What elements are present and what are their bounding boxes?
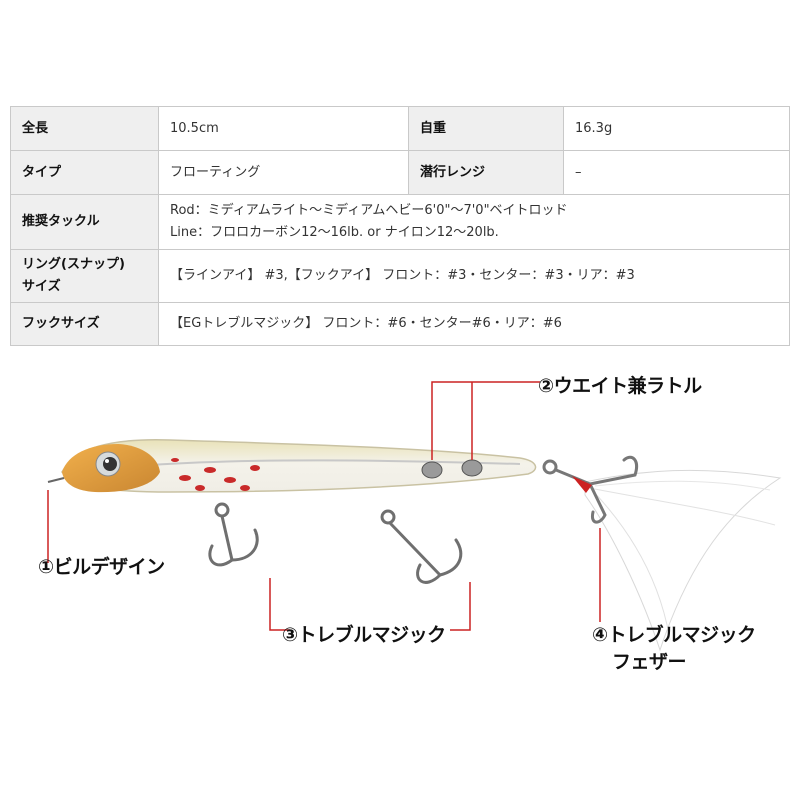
label-ring-size: リング(スナップ) サイズ [10,249,159,303]
value-length: 10.5cm [158,106,409,151]
rear-hook [542,455,639,524]
ring-size-label-line2: サイズ [22,279,61,294]
spec-row-ring-size: リング(スナップ) サイズ 【ラインアイ】 #3,【フックアイ】 フロント：#3… [10,249,790,303]
spec-row-length: 全長 10.5cm 自重 16.3g [10,106,790,151]
callout-feather-line2: フェザー [612,651,687,673]
label-hook-size: フックサイズ [10,302,159,346]
label-depth-range: 潜行レンジ [408,150,564,195]
hook-red-wrap [572,476,592,493]
ring-size-label-line1: リング(スナップ) [22,257,125,272]
callout-bill-design: ①ビルデザイン [38,556,165,578]
center-hook [380,509,463,584]
value-ring-size: 【ラインアイ】 #3,【フックアイ】 フロント：#3・センター：#3・リア：#3 [158,249,790,303]
label-type: タイプ [10,150,159,195]
value-hook-size: 【EGトレブルマジック】 フロント：#6・センター#6・リア：#6 [158,302,790,346]
value-weight: 16.3g [563,106,790,151]
tackle-rod-line: Rod：ミディアムライト〜ミディアムヘビー6'0"〜7'0"ベイトロッド [170,203,568,218]
rattle-weights [421,459,483,479]
feather [584,469,782,652]
callout-feather-line1: ④トレブルマジック [592,624,756,646]
label-recommended-tackle: 推奨タックル [10,194,159,250]
label-weight: 自重 [408,106,564,151]
leader-lines [47,381,601,631]
spec-table: 全長 10.5cm 自重 16.3g タイプ フローティング 潜行レンジ – 推… [10,106,790,346]
spec-row-type: タイプ フローティング 潜行レンジ – [10,150,790,195]
spec-row-tackle: 推奨タックル Rod：ミディアムライト〜ミディアムヘビー6'0"〜7'0"ベイト… [10,194,790,250]
value-depth-range: – [563,150,790,195]
red-dots [171,458,260,491]
spec-row-hook-size: フックサイズ 【EGトレブルマジック】 フロント：#6・センター#6・リア：#6 [10,302,790,346]
label-length: 全長 [10,106,159,151]
callout-treble-magic: ③トレブルマジック [282,624,446,646]
value-recommended-tackle: Rod：ミディアムライト〜ミディアムヘビー6'0"〜7'0"ベイトロッド Lin… [158,194,790,250]
callout-treble-magic-feather: ④トレブルマジック フェザー [592,620,756,674]
value-type: フローティング [158,150,409,195]
lure-illustration [47,381,782,652]
tackle-line-line: Line：フロロカーボン12〜16lb. or ナイロン12〜20lb. [170,225,499,240]
front-hook [208,502,259,567]
bill-tip [47,477,65,483]
callout-weight-rattle: ②ウエイト兼ラトル [538,375,702,397]
lure-eye [95,451,121,477]
